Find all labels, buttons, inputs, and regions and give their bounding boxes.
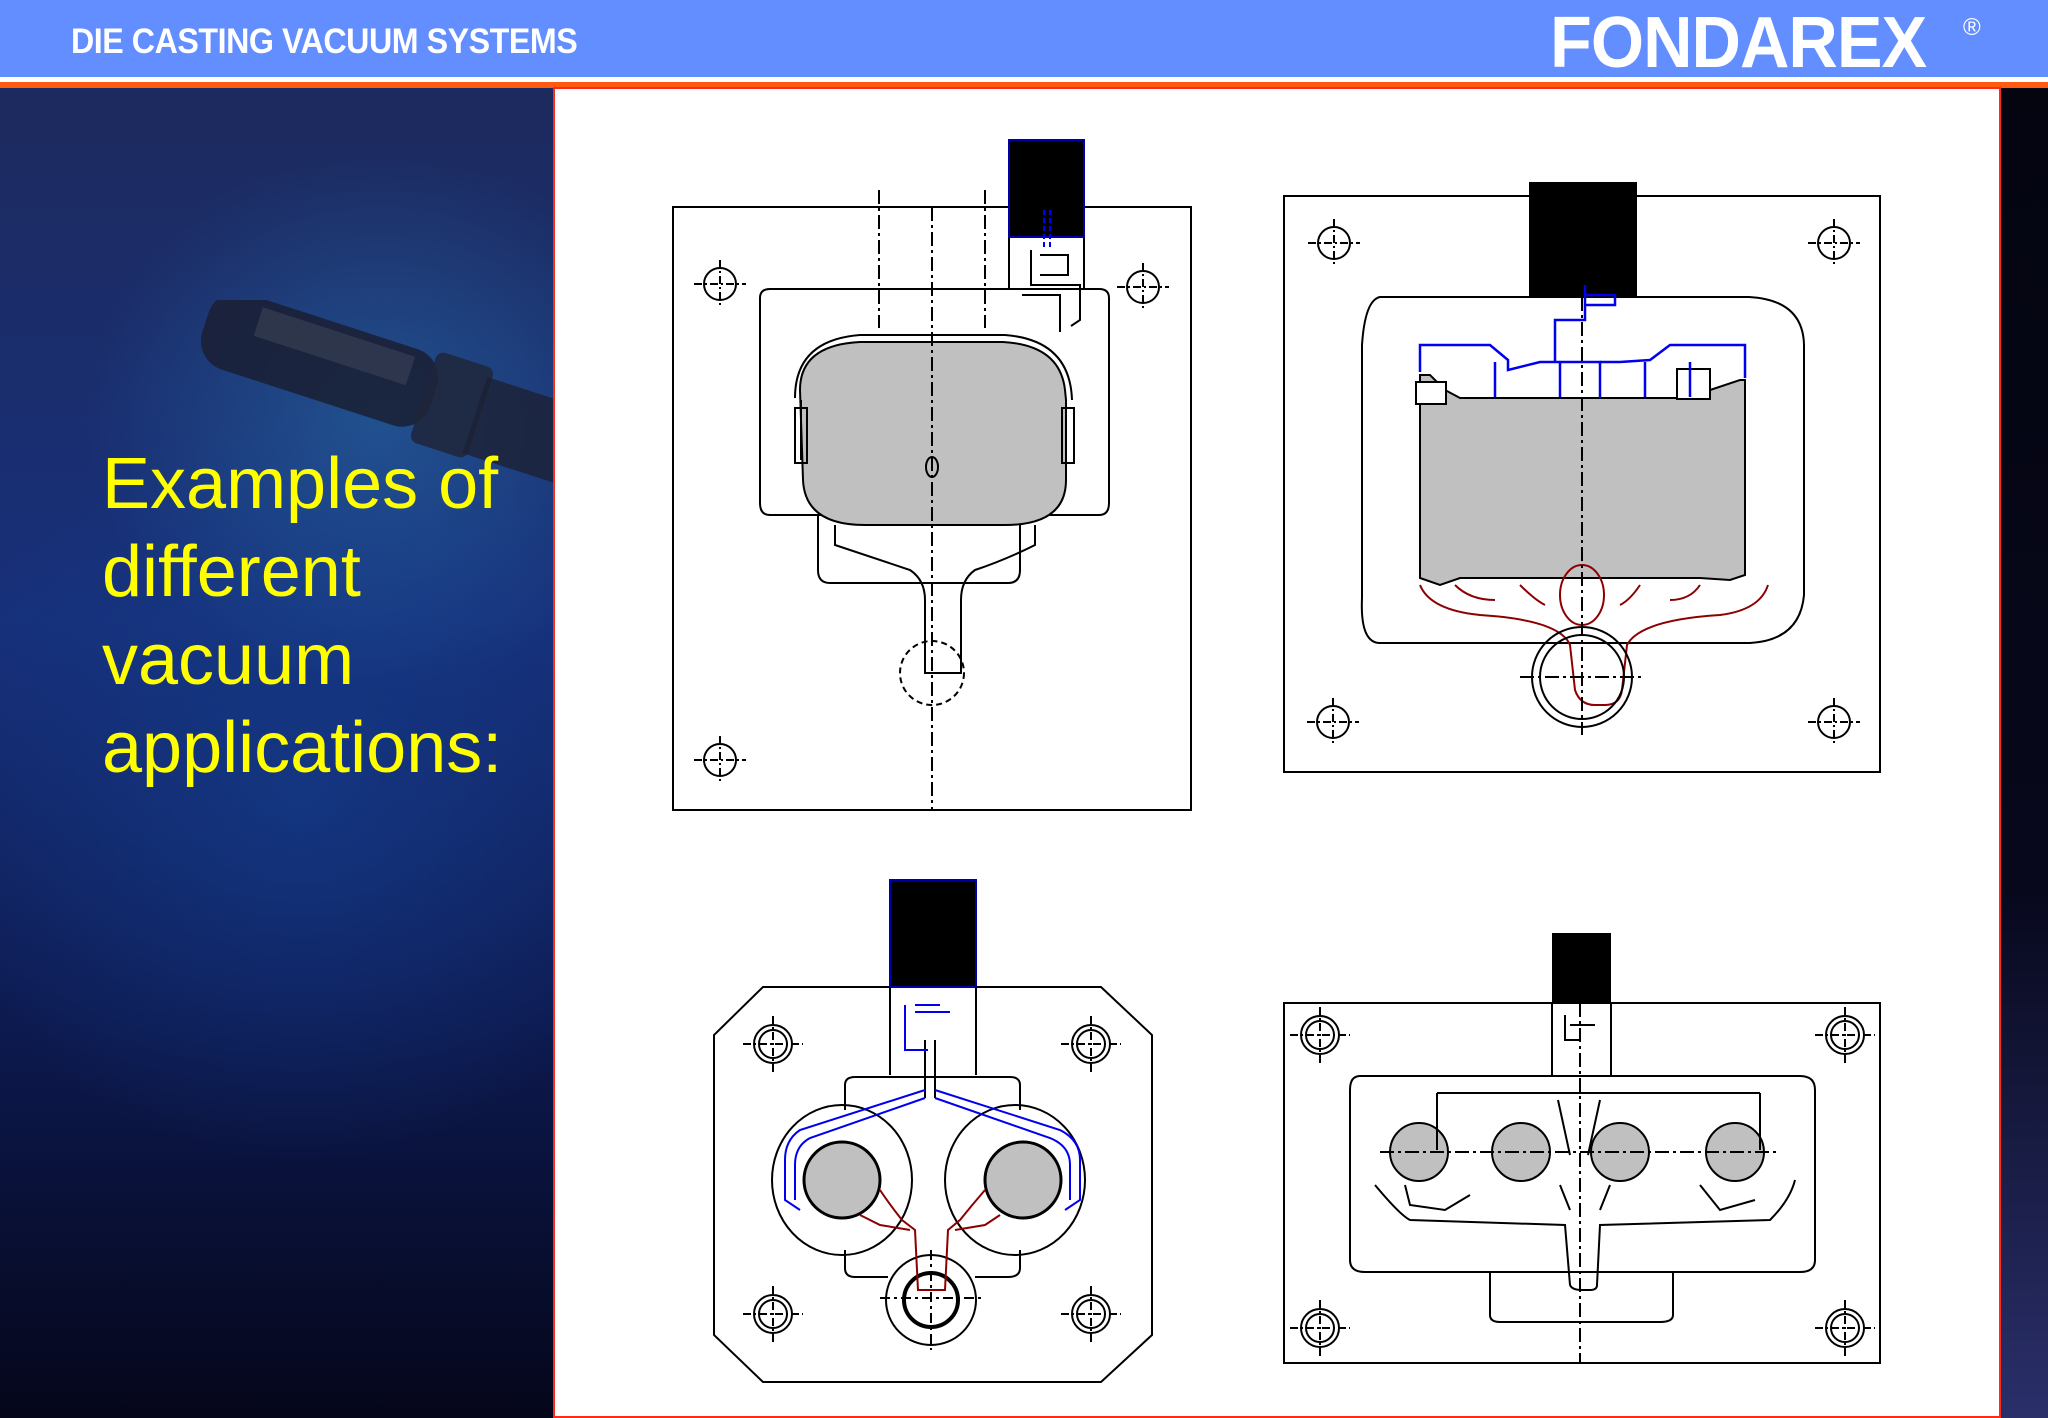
header-bar bbox=[0, 0, 2048, 77]
header-divider-orange bbox=[0, 82, 2048, 88]
page-title: DIE CASTING VACUUM SYSTEMS bbox=[71, 22, 578, 61]
headline-line-1: Examples of bbox=[102, 444, 499, 524]
headline-line-2: different bbox=[102, 532, 361, 612]
slide-headline: Examples of different vacuum application… bbox=[102, 440, 502, 792]
brand-logo: FONDAREX bbox=[1550, 3, 1927, 83]
header-divider-white bbox=[0, 77, 2048, 83]
background-edge bbox=[2001, 88, 2048, 1418]
registered-mark: ® bbox=[1963, 14, 1981, 41]
headline-line-4: applications: bbox=[102, 708, 503, 788]
drawing-1 bbox=[672, 139, 1192, 811]
drawing-4 bbox=[1283, 933, 1881, 1364]
drawing-3 bbox=[713, 879, 1153, 1383]
drawing-2 bbox=[1283, 182, 1881, 773]
headline-line-3: vacuum bbox=[102, 620, 355, 700]
